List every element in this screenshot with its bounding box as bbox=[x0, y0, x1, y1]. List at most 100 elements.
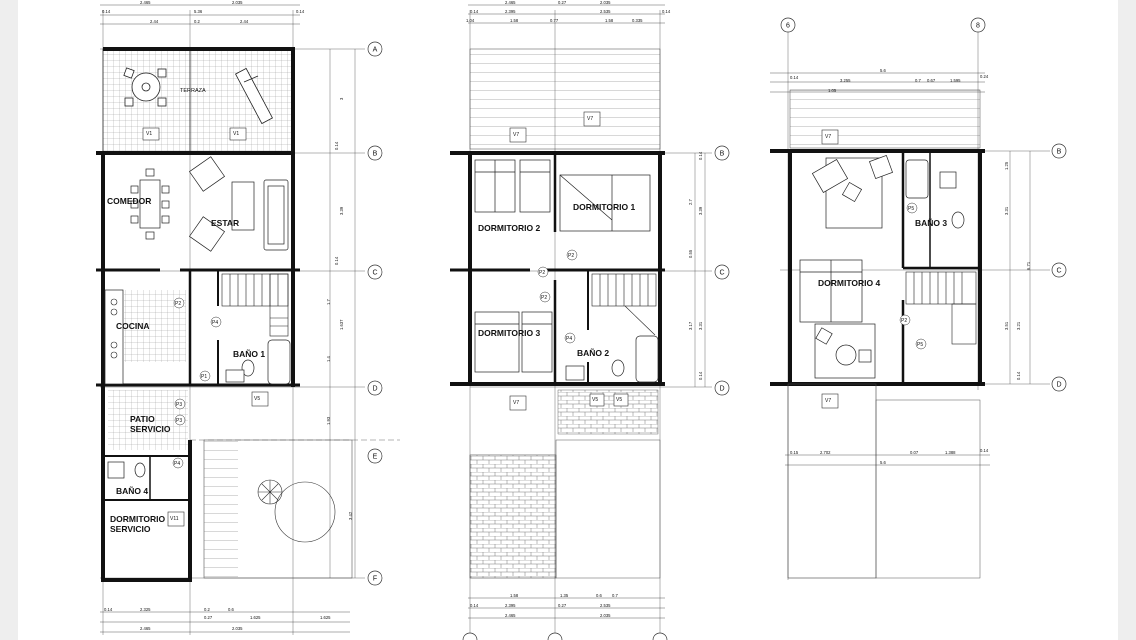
bano4-fixtures bbox=[107, 461, 146, 479]
axis-label-b: B bbox=[373, 151, 378, 158]
first-dim-side-2: 3.39 bbox=[698, 206, 703, 215]
axis-label-f: F bbox=[373, 576, 377, 583]
svg-text:V11: V11 bbox=[170, 516, 179, 522]
dining-table-icon bbox=[130, 168, 170, 240]
svg-text:V5: V5 bbox=[592, 397, 598, 403]
second-door-tags bbox=[899, 202, 927, 350]
second-dim-top-1: 5.6 bbox=[880, 68, 886, 73]
room-label-dormitorio4: DORMITORIO 4 bbox=[818, 278, 880, 288]
svg-text:V7: V7 bbox=[825, 398, 831, 404]
stairs-ground bbox=[221, 273, 289, 337]
room-label-dormitorio2: DORMITORIO 2 bbox=[478, 223, 540, 233]
second-dim-side-3: 3.51 bbox=[1004, 321, 1009, 330]
first-dim-lines bbox=[468, 4, 665, 619]
first-axis-label-c: C bbox=[719, 270, 724, 277]
stairs-second bbox=[905, 271, 977, 345]
second-dim-top-8: 1.05 bbox=[828, 88, 837, 93]
ground-dim-top-1: 2.465 bbox=[140, 0, 151, 5]
first-door-tags bbox=[537, 249, 578, 344]
right-margin bbox=[1118, 0, 1136, 640]
first-axis-label-d: D bbox=[719, 386, 724, 393]
window-v5-first-b: V5 bbox=[613, 393, 629, 407]
garden-path bbox=[204, 440, 238, 578]
first-door-tag-3: P2 bbox=[541, 295, 547, 301]
first-door-tag-4: P4 bbox=[566, 336, 572, 342]
room-label-line: SERVICIO bbox=[110, 524, 151, 534]
ground-dim-side-6: 1.93 bbox=[326, 416, 331, 425]
ground-dim-bottom-9: 1.625 bbox=[320, 615, 331, 620]
first-dim-top-8: 1.04 bbox=[466, 18, 475, 23]
first-floor-plan: B C D V7 V7 DOR bbox=[450, 0, 730, 640]
svg-text:V5: V5 bbox=[254, 396, 260, 402]
first-lower-roof-tiles bbox=[557, 389, 659, 435]
second-dim-bottom-3: 0.07 bbox=[910, 450, 919, 455]
bano2-fixtures bbox=[565, 335, 659, 383]
room-label-line: SERVICIO bbox=[130, 424, 171, 434]
ground-dim-top-7: 2.44 bbox=[240, 19, 249, 24]
ground-dim-top-8: 0.2 bbox=[194, 19, 200, 24]
second-balcony-outline bbox=[787, 383, 877, 579]
second-roof-slats bbox=[789, 89, 981, 149]
second-furniture bbox=[799, 155, 893, 379]
patio-servicio-tiles bbox=[108, 390, 188, 450]
svg-text:V5: V5 bbox=[616, 397, 622, 403]
room-label-dormitorio1: DORMITORIO 1 bbox=[573, 202, 635, 212]
tree-icon bbox=[257, 479, 336, 543]
door-tag-p2: P2 bbox=[175, 301, 181, 307]
room-label-bano1: BAÑO 1 bbox=[233, 349, 265, 359]
first-dim-bottom-2: 1.35 bbox=[560, 593, 569, 598]
ground-walls bbox=[96, 47, 300, 582]
first-dim-bottom-4: 0.7 bbox=[612, 593, 618, 598]
second-floor-plan: 6 8 B C D V7 DORM bbox=[770, 17, 1067, 580]
ground-dim-bottom-1: 0.14 bbox=[104, 607, 113, 612]
stove-icon bbox=[110, 298, 118, 359]
first-dim-bottom-8: 2.535 bbox=[600, 603, 611, 608]
first-door-tag-2: P2 bbox=[539, 270, 545, 276]
door-tag-p4b: P4 bbox=[174, 461, 180, 467]
second-dim-bottom-2: 2.702 bbox=[820, 450, 831, 455]
ground-dim-bottom-6: 0.6 bbox=[228, 607, 234, 612]
window-v7-top: V7 bbox=[583, 111, 601, 127]
ground-dim-bottom-5: 1.625 bbox=[250, 615, 261, 620]
second-axis-label-c: C bbox=[1056, 268, 1061, 275]
second-dim-side-4: 3.21 bbox=[1016, 321, 1021, 330]
sofa-icon bbox=[188, 156, 289, 252]
bano3-fixtures bbox=[905, 159, 965, 229]
ground-dim-top-3: 0.14 bbox=[296, 9, 305, 14]
first-roof-slats bbox=[469, 48, 661, 150]
ground-dim-side-4: 1.7 bbox=[326, 299, 331, 305]
kitchen-counter bbox=[104, 289, 124, 385]
svg-text:V1: V1 bbox=[233, 131, 239, 137]
ground-dim-bottom-8: 2.035 bbox=[232, 626, 243, 631]
first-dim-top-10: 0.77 bbox=[550, 18, 559, 23]
axis-label-c: C bbox=[372, 270, 377, 277]
ground-dim-side-8: 1.637 bbox=[339, 319, 344, 330]
first-dim-bottom-7: 0.27 bbox=[558, 603, 567, 608]
window-v7-second-front: V7 bbox=[821, 129, 839, 145]
room-label-dormitorio3: DORMITORIO 3 bbox=[478, 328, 540, 338]
second-door-tag-2: P2 bbox=[901, 318, 907, 324]
first-dim-top-9: 1.58 bbox=[510, 18, 519, 23]
first-dim-bottom-5: 0.14 bbox=[470, 603, 479, 608]
second-adjacent-roof bbox=[875, 399, 981, 579]
ground-dim-bottom-2: 2.325 bbox=[140, 607, 151, 612]
svg-text:V7: V7 bbox=[825, 134, 831, 140]
first-dim-top-7: 0.14 bbox=[662, 9, 671, 14]
bano1-fixtures bbox=[225, 339, 291, 385]
ground-dim-side-7: 3.42 bbox=[348, 511, 353, 520]
stairs-first bbox=[591, 273, 657, 336]
first-dim-top-4: 0.14 bbox=[470, 9, 479, 14]
second-dim-bottom-4: 1.388 bbox=[945, 450, 956, 455]
ground-floor-plan: A B C D E F TERRAZA V1 V1 bbox=[96, 0, 400, 635]
ground-dim-side-2: 3.39 bbox=[339, 206, 344, 215]
axis-label-a: A bbox=[373, 47, 378, 54]
first-dim-side-1: 2.7 bbox=[688, 199, 693, 205]
terrace-table-icon bbox=[123, 67, 167, 107]
room-label-dormitorio-servicio: DORMITORIO SERVICIO bbox=[110, 514, 167, 534]
second-dim-top-4: 0.7 bbox=[915, 78, 921, 83]
window-v11: V11 bbox=[167, 511, 185, 527]
ground-dim-top-4: 5.36 bbox=[194, 9, 203, 14]
room-label-bano3: BAÑO 3 bbox=[915, 218, 947, 228]
ground-dim-bottom-4: 0.27 bbox=[204, 615, 213, 620]
